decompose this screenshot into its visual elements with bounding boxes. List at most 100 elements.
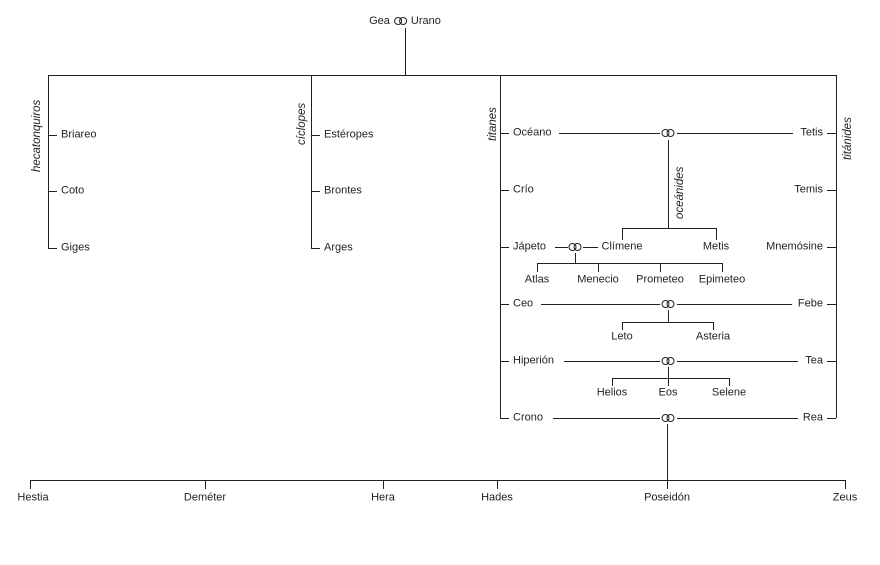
marriage-icon — [661, 357, 675, 365]
marriage-icon — [661, 300, 675, 308]
person-metis: Metis — [702, 240, 730, 253]
ring-circle — [666, 357, 675, 365]
ring-circle — [666, 129, 675, 137]
ring-circle — [666, 414, 675, 422]
tick — [311, 248, 320, 249]
marriage-line — [583, 247, 598, 248]
marriage-line — [677, 361, 798, 362]
connector-v — [668, 140, 669, 228]
marriage-line — [677, 304, 792, 305]
person-menecio: Menecio — [577, 273, 619, 286]
person-urano: Urano — [410, 15, 441, 27]
marriage-line — [564, 361, 660, 362]
tick — [30, 480, 31, 489]
tick — [500, 133, 509, 134]
marriage-line — [677, 133, 793, 134]
tick — [667, 480, 668, 489]
person-mnemosine: Mnemósine — [766, 240, 823, 253]
tick — [497, 480, 498, 489]
ring-circle — [398, 17, 407, 25]
connector-v — [668, 367, 669, 378]
tick — [827, 190, 836, 191]
person-selene: Selene — [711, 386, 747, 399]
sibling-bar — [622, 228, 717, 229]
group-label-hecatonquiros: hecatonquiros — [31, 99, 43, 172]
tick — [622, 322, 623, 330]
ring-circle — [666, 300, 675, 308]
person-esteropes: Estéropes — [324, 128, 374, 141]
tick — [722, 263, 723, 272]
sibling-bar — [622, 322, 714, 323]
marriage-line — [553, 418, 660, 419]
person-zeus: Zeus — [832, 491, 858, 504]
connector-v — [311, 75, 312, 248]
tick — [500, 361, 509, 362]
tick — [311, 135, 320, 136]
tick — [716, 228, 717, 240]
person-demeter: Deméter — [183, 491, 227, 504]
marriage-line — [677, 418, 798, 419]
connector-v — [668, 310, 669, 322]
tick — [48, 135, 57, 136]
tick — [500, 304, 509, 305]
tick — [500, 418, 509, 419]
marriage-icon — [393, 17, 407, 25]
person-japeto: Jápeto — [513, 240, 547, 253]
marriage-line — [559, 133, 660, 134]
connector-v — [500, 75, 501, 418]
person-climene: Clímene — [601, 240, 643, 253]
person-rea: Rea — [802, 411, 823, 424]
connector-v — [575, 253, 576, 263]
marriage-line — [555, 247, 568, 248]
person-eos: Eos — [658, 386, 678, 399]
tick — [827, 418, 836, 419]
tick — [729, 378, 730, 386]
person-brontes: Brontes — [324, 184, 362, 197]
group-label-titanes: titanes — [487, 107, 499, 141]
tick — [612, 378, 613, 386]
person-ceo: Ceo — [513, 297, 534, 310]
connector-v — [48, 75, 49, 248]
tick — [622, 228, 623, 240]
person-helios: Helios — [596, 386, 628, 399]
person-hades: Hades — [481, 491, 513, 504]
marriage-line — [541, 304, 660, 305]
person-prometeo: Prometeo — [636, 273, 684, 286]
ring-circle — [573, 243, 582, 251]
tick — [537, 263, 538, 272]
connector-v — [667, 424, 668, 480]
person-atlas: Atlas — [524, 273, 550, 286]
person-gea: Gea — [369, 15, 390, 27]
person-epimeteo: Epimeteo — [698, 273, 746, 286]
person-poseidon: Poseidón — [644, 491, 690, 504]
person-crono: Crono — [513, 411, 543, 424]
root-couple: Gea Urano — [369, 15, 441, 27]
person-hiperion: Hiperión — [513, 354, 554, 367]
tick — [713, 322, 714, 330]
person-tetis: Tetis — [800, 126, 823, 139]
tick — [205, 480, 206, 489]
tick — [500, 247, 509, 248]
person-temis: Temis — [794, 183, 823, 196]
person-giges: Giges — [61, 241, 90, 254]
sibling-bar — [30, 480, 846, 481]
connector-v — [836, 75, 837, 418]
sibling-bar — [537, 263, 723, 264]
tick — [827, 133, 836, 134]
group-label-oceanides: oceánides — [674, 166, 686, 219]
tick — [311, 191, 320, 192]
person-coto: Coto — [61, 184, 85, 197]
sibling-bar — [612, 378, 730, 379]
tick — [668, 378, 669, 386]
person-hera: Hera — [371, 491, 395, 504]
person-crio: Crío — [513, 183, 534, 196]
person-asteria: Asteria — [695, 330, 731, 343]
person-briareo: Briareo — [61, 128, 97, 141]
marriage-icon — [661, 129, 675, 137]
tick — [827, 361, 836, 362]
tick — [598, 263, 599, 272]
marriage-icon — [661, 414, 675, 422]
connector-v — [405, 28, 406, 75]
tick — [827, 247, 836, 248]
